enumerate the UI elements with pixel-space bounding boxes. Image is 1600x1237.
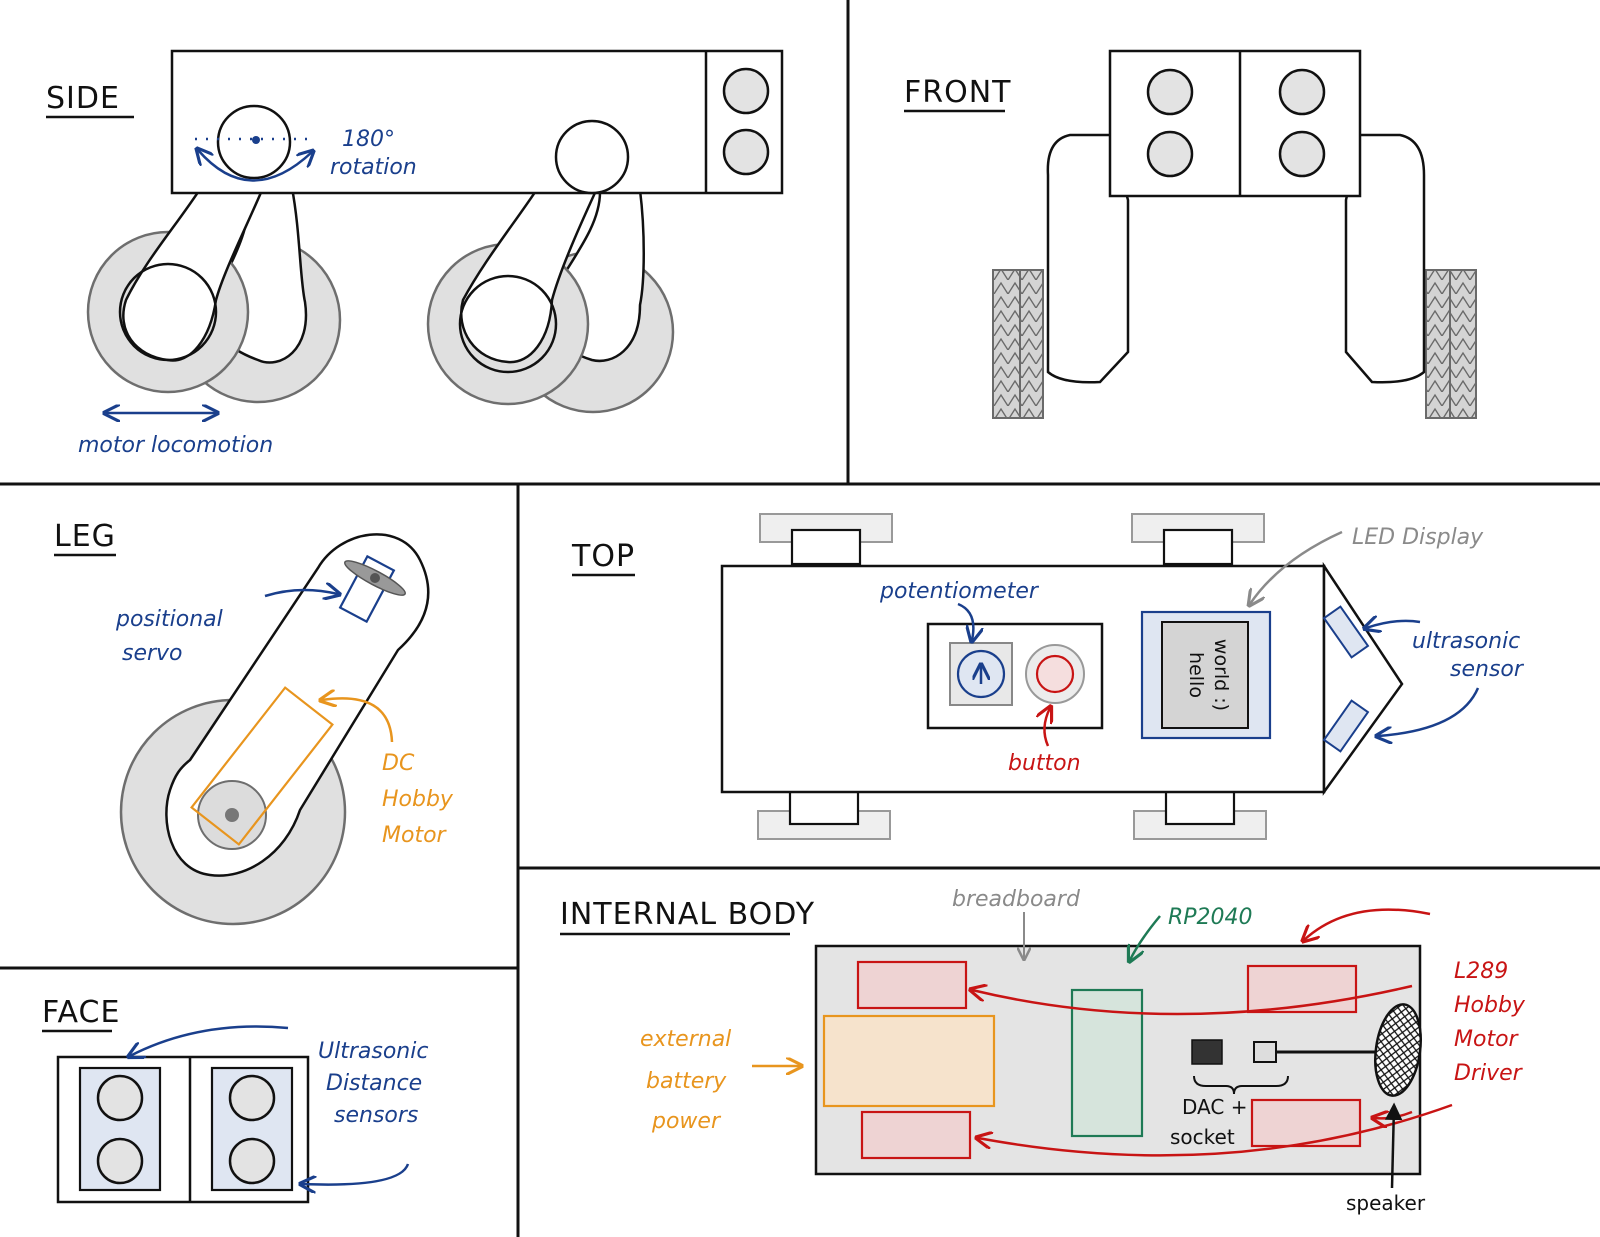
leg-dc-motor	[190, 686, 334, 846]
side-title: SIDE	[46, 81, 120, 116]
side-front-leg	[426, 158, 675, 414]
driver-label-4: Driver	[1454, 1061, 1524, 1086]
ultrasonic-label-1: ultrasonic	[1412, 629, 1520, 654]
side-rotation-label-1: 180°	[342, 127, 395, 152]
led-label: LED Display	[1352, 525, 1484, 550]
rp2040-label: RP2040	[1168, 905, 1253, 930]
battery-label-3: power	[651, 1109, 722, 1134]
speaker-label: speaker	[1346, 1191, 1426, 1215]
screen-text-2: world :)	[1210, 639, 1232, 711]
side-locomotion-label: motor locomotion	[78, 433, 273, 458]
face-sensors-label-2: Distance	[326, 1071, 422, 1096]
front-left-leg	[1046, 133, 1130, 384]
face-panel: FACE Ultrasonic Distance sensors	[42, 995, 428, 1204]
face-sensors-label-3: sensors	[334, 1103, 418, 1128]
ultrasonic-label-2: sensor	[1450, 657, 1525, 682]
leg-servo-arrow	[264, 590, 338, 596]
battery-label-1: external	[640, 1027, 731, 1052]
driver-label-3: Motor	[1454, 1027, 1520, 1052]
button-cap	[1035, 654, 1075, 694]
leg-motor-label-1: DC	[382, 751, 415, 776]
button-label: button	[1008, 751, 1081, 776]
side-rotation-arrow	[198, 150, 312, 182]
leg-motor-arrow	[322, 698, 394, 743]
front-body	[1108, 49, 1362, 198]
dac-label-1: DAC +	[1182, 1095, 1247, 1119]
driver-label-2: Hobby	[1454, 993, 1526, 1018]
face-title: FACE	[42, 995, 120, 1030]
leg-servo	[338, 554, 406, 624]
side-front-servo-hub	[554, 119, 630, 195]
leg-title: LEG	[54, 519, 116, 554]
leg-servo-label-2: servo	[122, 641, 183, 666]
speaker	[1374, 1003, 1422, 1097]
front-right-leg	[1344, 133, 1426, 384]
motor-drivers	[856, 960, 1362, 1160]
front-panel: FRONT	[904, 49, 1477, 419]
side-panel: SIDE 180° rotation	[46, 49, 784, 458]
internal-panel: INTERNAL BODY breadboard RP2040 external	[560, 887, 1526, 1215]
rp2040-board	[1070, 988, 1144, 1138]
leg-motor-label-2: Hobby	[382, 787, 454, 812]
battery-pack	[822, 1014, 996, 1108]
breadboard-label: breadboard	[952, 887, 1081, 912]
driver-label-1: L289	[1454, 959, 1508, 984]
side-rear-leg	[86, 148, 342, 404]
front-left-wheel	[992, 269, 1044, 419]
battery-label-2: battery	[646, 1069, 727, 1094]
dac-label-2: socket	[1170, 1125, 1235, 1149]
leg-panel: LEG positional servo DC Hobby Motor	[54, 519, 454, 926]
screen-text-1: hello	[1185, 652, 1207, 698]
leg-motor-label-3: Motor	[382, 823, 448, 848]
top-panel: TOP hello world :)	[571, 513, 1525, 840]
potentiometer-label: potentiometer	[879, 579, 1040, 604]
face-sensors-label-1: Ultrasonic	[318, 1039, 428, 1064]
front-title: FRONT	[904, 75, 1011, 110]
side-rotation-label-2: rotation	[330, 155, 417, 180]
top-title: TOP	[571, 539, 635, 574]
leg-servo-label-1: positional	[115, 607, 223, 632]
internal-title: INTERNAL BODY	[560, 897, 815, 932]
